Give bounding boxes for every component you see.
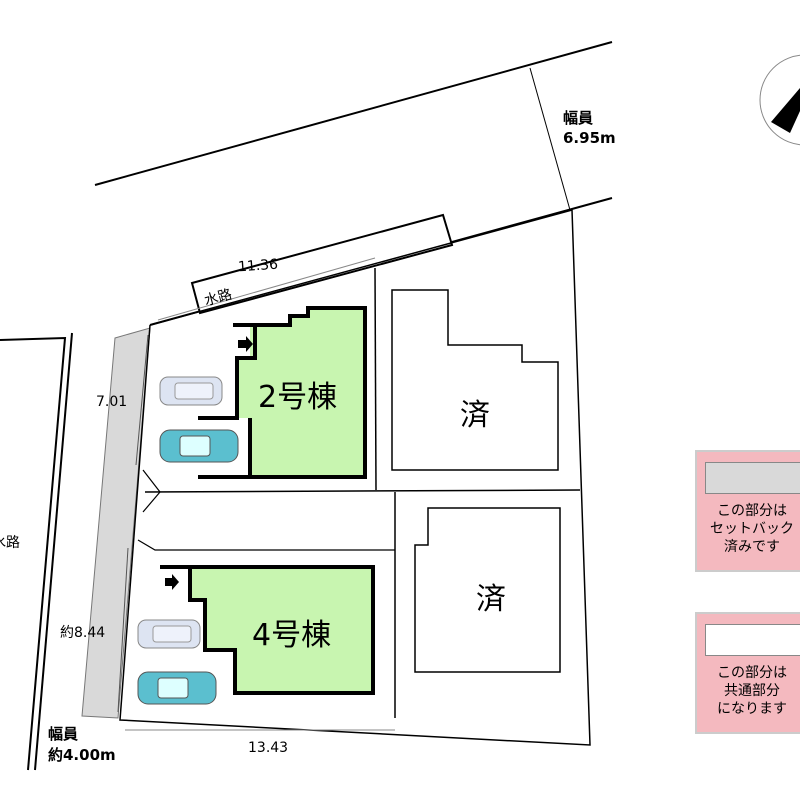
road-left-width: 約4.00m — [48, 746, 116, 764]
north-arrow-icon — [759, 54, 800, 146]
road-width-dimension — [529, 67, 571, 211]
car-icon — [159, 376, 223, 406]
road-left-label: 幅員 — [48, 725, 79, 743]
road-top-label: 幅員 — [563, 109, 594, 127]
house-2-walls — [198, 306, 367, 479]
house-2-footprint — [237, 308, 365, 477]
road-edge-top — [94, 41, 613, 186]
legend-setback: この部分は セットバック 済みです — [695, 450, 800, 572]
car-icon — [137, 619, 201, 649]
sold-building-2 — [414, 507, 561, 673]
legend-text: セットバック — [710, 521, 794, 537]
car-icon — [137, 671, 217, 705]
corner-cut2 — [137, 539, 395, 551]
waterway-left-edge2 — [34, 332, 73, 771]
legend-text: この部分は — [717, 665, 787, 681]
legend-text: になります — [717, 701, 787, 717]
dimension-line-top — [157, 257, 376, 321]
corner-cut — [142, 469, 161, 513]
legend-text: 共通部分 — [724, 683, 780, 699]
house-4-label: 4号棟 — [252, 618, 332, 653]
house-2-label: 2号棟 — [258, 380, 338, 415]
dimension-top: 11.36 — [237, 256, 279, 276]
waterway-left-edge — [0, 336, 67, 771]
sold-building-1 — [391, 289, 559, 471]
waterway-top — [190, 213, 454, 315]
dimension-bottom: 13.43 — [248, 740, 289, 756]
legend-common: この部分は 共通部分 になります — [695, 612, 800, 734]
waterway-left-label: 水路 — [0, 535, 20, 551]
car-icon — [159, 429, 239, 463]
setback-strip — [81, 327, 151, 719]
dimension-left-lower: 約8.44 — [60, 625, 106, 641]
lot-divider-v1 — [374, 267, 377, 491]
lot-divider — [144, 489, 581, 493]
dimension-line-left-lower — [117, 547, 129, 713]
house-4-footprint — [188, 565, 375, 695]
house-2-walls2 — [198, 325, 257, 420]
legend-swatch — [705, 462, 800, 494]
entrance-arrow-icon — [165, 574, 179, 590]
sold-label-2: 済 — [476, 582, 506, 617]
legend-swatch — [705, 624, 800, 656]
entrance-arrow-icon — [238, 336, 253, 352]
legend-text: この部分は — [717, 503, 787, 519]
sold-label-1: 済 — [460, 398, 490, 433]
legend-text: 済みです — [724, 539, 780, 555]
dimension-left-upper: 7.01 — [96, 394, 128, 410]
dimension-line-left-upper — [135, 334, 149, 466]
site-boundary — [119, 209, 591, 746]
road-top-width: 6.95m — [563, 129, 616, 147]
